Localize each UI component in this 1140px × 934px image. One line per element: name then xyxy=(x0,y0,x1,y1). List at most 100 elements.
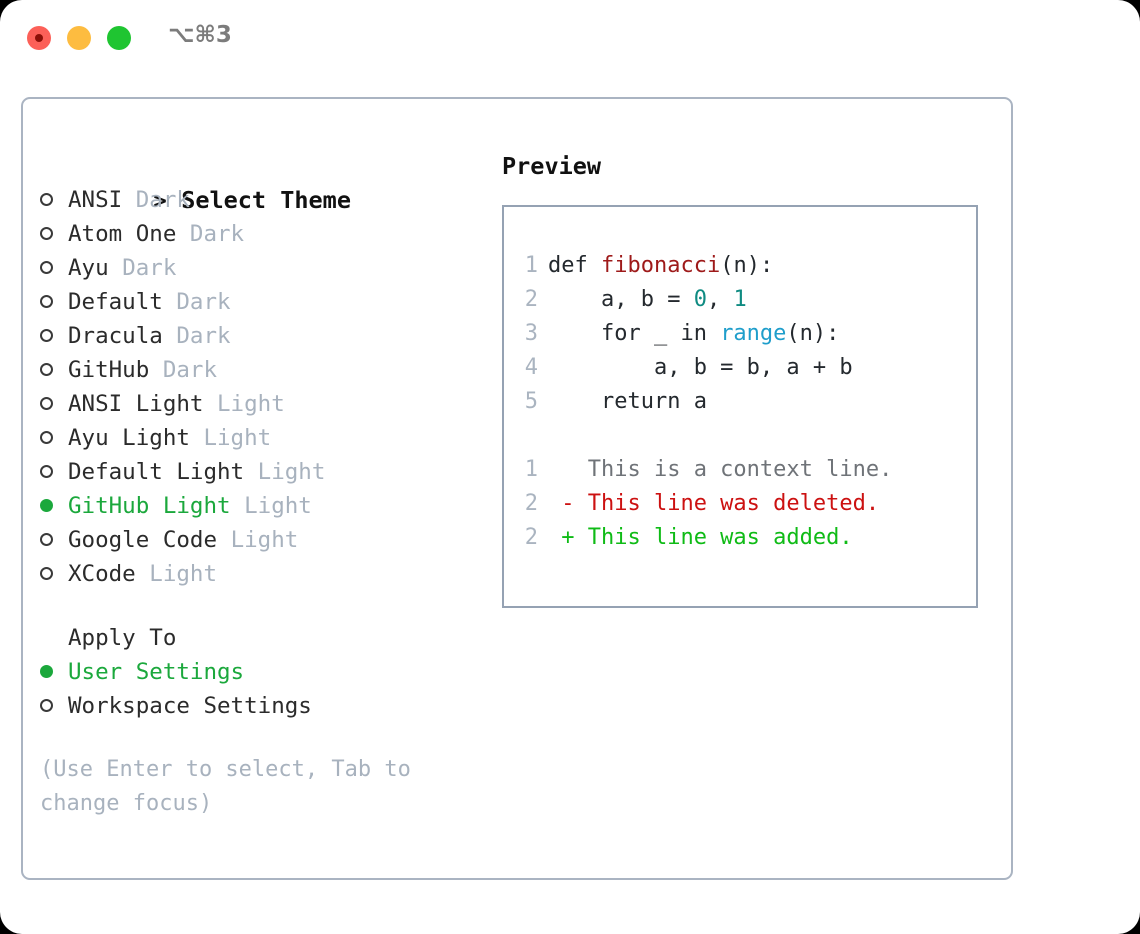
theme-name-label: Google Code xyxy=(68,527,218,553)
theme-option-row[interactable]: GitHub Light Light xyxy=(40,489,500,523)
select-theme-heading-label: Select Theme xyxy=(181,186,351,214)
title-bar: ⌥⌘3 xyxy=(0,0,1140,78)
code-token-plain: (n): xyxy=(786,321,840,346)
apply-to-label: Workspace Settings xyxy=(68,693,312,719)
code-token-ctx: This is a context line. xyxy=(548,457,893,482)
radio-empty-icon xyxy=(40,319,68,353)
radio-dot xyxy=(40,193,53,206)
radio-selected-icon xyxy=(40,489,68,523)
window-maximize-button[interactable] xyxy=(107,26,131,50)
theme-kind-label: Dark xyxy=(189,221,245,247)
theme-name-label: ANSI Light xyxy=(68,391,204,417)
theme-option-row[interactable]: Ayu Light Light xyxy=(40,421,500,455)
line-number: 4 xyxy=(524,355,538,380)
keyboard-shortcut-label: ⌥⌘3 xyxy=(168,22,232,48)
line-number: 2 xyxy=(524,525,538,550)
radio-empty-icon xyxy=(40,455,68,489)
theme-kind-label: Dark xyxy=(122,255,177,281)
code-token-plain: for _ in xyxy=(548,321,721,346)
radio-dot xyxy=(40,431,53,444)
code-line: 4 a, b = b, a + b xyxy=(516,351,892,385)
apply-to-label: User Settings xyxy=(68,659,245,685)
radio-dot xyxy=(40,699,53,712)
theme-name-label: Default xyxy=(68,289,163,315)
theme-option-row[interactable]: Ayu Dark xyxy=(40,251,500,285)
theme-name-label: Atom One xyxy=(68,221,177,247)
theme-option-row[interactable]: ANSI Dark xyxy=(40,183,500,217)
code-token-plain: return a xyxy=(548,389,707,414)
code-token-plain: a, b = xyxy=(548,287,694,312)
code-token-num: 0 xyxy=(693,287,707,312)
apply-to-heading: Apply To xyxy=(68,625,177,651)
preview-heading: Preview xyxy=(502,152,602,180)
theme-option-row[interactable]: GitHub Dark xyxy=(40,353,500,387)
apply-to-option-row[interactable]: Workspace Settings xyxy=(40,689,500,723)
code-line xyxy=(516,419,892,453)
code-line: 1 This is a context line. xyxy=(516,453,893,487)
theme-kind-label: Light xyxy=(203,425,272,451)
theme-kind-label: Light xyxy=(149,561,218,587)
radio-dot xyxy=(40,567,53,580)
code-line: 1 def fibonacci(n): xyxy=(516,249,892,283)
select-theme-heading: >Select Theme xyxy=(40,149,500,214)
radio-dot xyxy=(40,261,53,274)
theme-kind-label: Light xyxy=(217,391,285,417)
radio-dot xyxy=(40,533,53,546)
code-token-add: + This line was added. xyxy=(548,525,853,550)
theme-option-row[interactable]: Google Code Light xyxy=(40,523,500,557)
code-token-plain: def xyxy=(548,253,601,278)
theme-option-row[interactable]: Default Light Light xyxy=(40,455,500,489)
theme-name-label: Ayu xyxy=(68,255,109,281)
code-line: 5 return a xyxy=(516,385,892,419)
radio-empty-icon xyxy=(40,421,68,455)
code-token-del: - This line was deleted. xyxy=(548,491,880,516)
theme-kind-label: Light xyxy=(230,527,299,553)
line-number: 2 xyxy=(524,287,538,312)
line-number: 1 xyxy=(524,457,538,482)
theme-option-row[interactable]: ANSI Light Light xyxy=(40,387,500,421)
code-token-plain: (n): xyxy=(720,253,774,278)
theme-name-label: XCode xyxy=(68,561,136,587)
radio-dot xyxy=(40,499,53,512)
theme-kind-label: Dark xyxy=(162,357,218,383)
radio-dot xyxy=(40,295,53,308)
radio-dot xyxy=(40,397,53,410)
radio-selected-icon xyxy=(40,655,68,689)
radio-dot xyxy=(40,665,53,678)
keyboard-hint-text: (Use Enter to select, Tab to change focu… xyxy=(40,757,425,816)
theme-option-row[interactable]: Dracula Dark xyxy=(40,319,500,353)
code-line: 2 + This line was added. xyxy=(516,521,892,555)
theme-kind-label: Dark xyxy=(176,289,231,315)
theme-name-label: ANSI xyxy=(68,187,123,213)
radio-empty-icon xyxy=(40,689,68,723)
theme-option-row[interactable]: XCode Light xyxy=(40,557,500,591)
code-token-plain: a, b = b, a + b xyxy=(548,355,853,380)
apply-to-option-row[interactable]: User Settings xyxy=(40,655,500,689)
radio-empty-icon xyxy=(40,557,68,591)
radio-empty-icon xyxy=(40,387,68,421)
radio-empty-icon xyxy=(40,251,68,285)
theme-option-row[interactable]: Default Dark xyxy=(40,285,500,319)
line-number: 1 xyxy=(524,253,538,278)
code-token-num: 1 xyxy=(733,287,747,312)
line-number: 5 xyxy=(524,389,538,414)
theme-name-label: GitHub Light xyxy=(68,493,231,519)
radio-dot xyxy=(40,363,53,376)
code-token-plain: , xyxy=(706,287,734,312)
theme-name-label: Default Light xyxy=(68,459,245,485)
window-minimize-button[interactable] xyxy=(67,26,91,50)
theme-name-label: GitHub xyxy=(68,357,150,383)
window-close-button[interactable] xyxy=(27,26,51,50)
radio-empty-icon xyxy=(40,285,68,319)
code-token-func: fibonacci xyxy=(600,253,721,278)
theme-option-row[interactable]: Atom One Dark xyxy=(40,217,500,251)
section-spacer xyxy=(40,591,500,621)
theme-kind-label: Light xyxy=(257,459,326,485)
theme-name-label: Dracula xyxy=(68,323,163,349)
